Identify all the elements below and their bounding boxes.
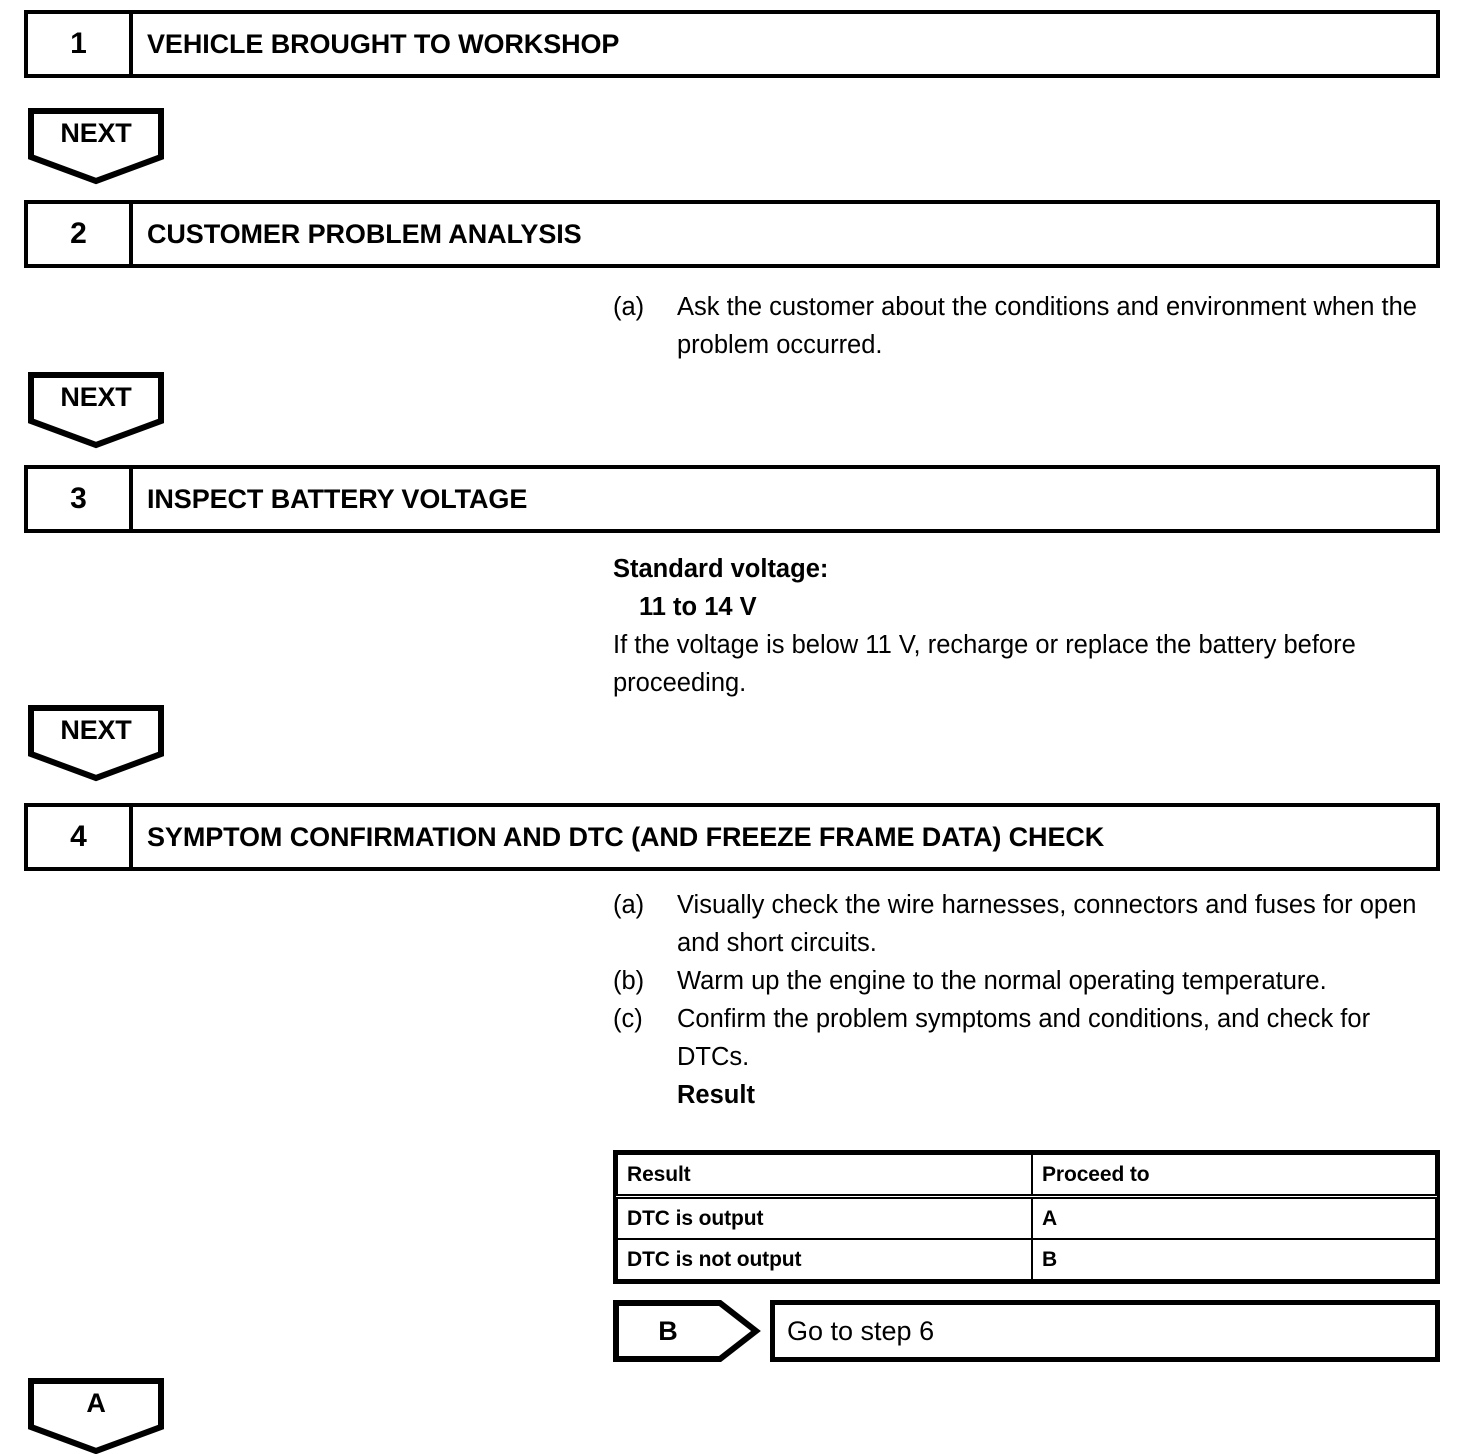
- connector-next-1: NEXT: [28, 108, 164, 185]
- list-marker: (a): [613, 293, 645, 321]
- list-item: (a) Ask the customer about the condition…: [613, 288, 1443, 364]
- connector-next-1-label: NEXT: [60, 117, 132, 148]
- step-number-2: 2: [28, 204, 133, 264]
- connector-a: A: [28, 1378, 164, 1454]
- step-bar-3: 3 INSPECT BATTERY VOLTAGE: [24, 465, 1440, 533]
- step-title-4: SYMPTOM CONFIRMATION AND DTC (AND FREEZE…: [147, 821, 1105, 852]
- branch-flag-b: B: [613, 1300, 761, 1362]
- table-cell-proceed-to: A: [1031, 1195, 1437, 1240]
- table-header-row: Result Proceed to: [616, 1153, 1437, 1199]
- standard-voltage-value: 11 to 14 V: [639, 593, 757, 621]
- step-bar-4: 4 SYMPTOM CONFIRMATION AND DTC (AND FREE…: [24, 803, 1440, 871]
- list-text: Ask the customer about the conditions an…: [677, 293, 1417, 359]
- table-row: DTC is not output B: [616, 1238, 1437, 1281]
- step-title-3: INSPECT BATTERY VOLTAGE: [147, 483, 528, 514]
- connector-next-3-label: NEXT: [60, 714, 132, 745]
- table-header-result: Result: [616, 1153, 1033, 1199]
- connector-a-label: A: [86, 1387, 106, 1418]
- step-number-1: 1: [28, 14, 133, 74]
- step-bar-2: 2 CUSTOMER PROBLEM ANALYSIS: [24, 200, 1440, 268]
- branch-action-box: Go to step 6: [770, 1300, 1440, 1362]
- connector-next-2: NEXT: [28, 372, 164, 449]
- list-marker: (a): [613, 891, 645, 919]
- branch-flag-b-label: B: [658, 1315, 678, 1346]
- table-cell-result: DTC is not output: [616, 1238, 1033, 1281]
- list-marker: (c): [613, 1005, 643, 1033]
- step-2-detail: (a) Ask the customer about the condition…: [613, 288, 1443, 364]
- result-heading: Result: [677, 1081, 755, 1109]
- list-text: Visually check the wire harnesses, conne…: [677, 891, 1417, 957]
- table-row: DTC is output A: [616, 1195, 1437, 1240]
- step-title-1: VEHICLE BROUGHT TO WORKSHOP: [147, 28, 620, 59]
- list-text: Confirm the problem symptoms and conditi…: [677, 1005, 1371, 1071]
- connector-next-2-label: NEXT: [60, 381, 132, 412]
- standard-voltage-label: Standard voltage:: [613, 555, 829, 583]
- list-text: Warm up the engine to the normal operati…: [677, 967, 1327, 995]
- step-number-4: 4: [28, 807, 133, 867]
- branch-action-label: Go to step 6: [787, 1315, 935, 1346]
- step-3-detail: Standard voltage: 11 to 14 V If the volt…: [613, 550, 1443, 702]
- list-marker: (b): [613, 967, 645, 995]
- list-item: (c) Confirm the problem symptoms and con…: [613, 1000, 1443, 1076]
- connector-next-3: NEXT: [28, 705, 164, 782]
- step-title-2: CUSTOMER PROBLEM ANALYSIS: [147, 218, 582, 249]
- list-item: (a) Visually check the wire harnesses, c…: [613, 886, 1443, 962]
- battery-voltage-note: If the voltage is below 11 V, recharge o…: [613, 631, 1356, 697]
- result-table: Result Proceed to DTC is output A DTC is…: [613, 1150, 1440, 1284]
- step-bar-1: 1 VEHICLE BROUGHT TO WORKSHOP: [24, 10, 1440, 78]
- branch-row-b: B Go to step 6: [613, 1300, 1440, 1362]
- table-header-proceed-to: Proceed to: [1031, 1153, 1437, 1199]
- table-cell-proceed-to: B: [1031, 1238, 1437, 1281]
- table-cell-result: DTC is output: [616, 1195, 1033, 1240]
- step-number-3: 3: [28, 469, 133, 529]
- list-item: (b) Warm up the engine to the normal ope…: [613, 962, 1443, 1000]
- step-4-detail: (a) Visually check the wire harnesses, c…: [613, 886, 1443, 1114]
